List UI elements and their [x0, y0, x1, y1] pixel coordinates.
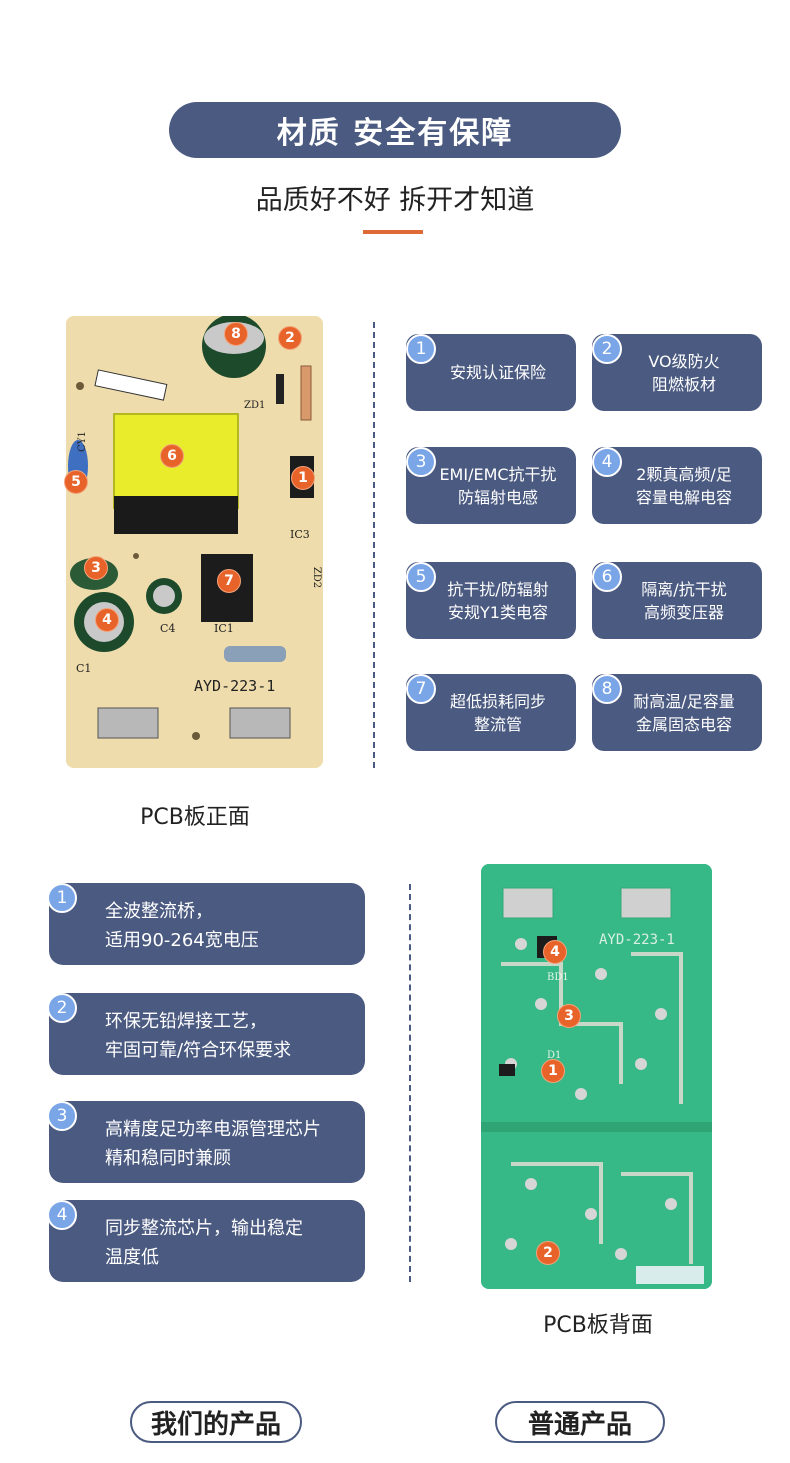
front-marker-3: 3 — [84, 556, 108, 580]
label-d1: D1 — [547, 1050, 562, 1061]
front-marker-2: 2 — [278, 326, 302, 350]
feature-card-7-text: 超低损耗同步 整流管 — [449, 691, 546, 734]
label-zd1: ZD1 — [244, 400, 266, 411]
feature-bubble-4: 4 — [592, 447, 622, 477]
feature-card-4-text: 2颗真高频/足 容量电解电容 — [635, 464, 732, 507]
feature-bubble-7: 7 — [406, 674, 436, 704]
back-marker-4: 4 — [543, 940, 567, 964]
front-marker-1: 1 — [291, 466, 315, 490]
feature-card-1-text: 安规认证保险 — [449, 363, 546, 382]
feature-bubble-5: 5 — [406, 562, 436, 592]
feature-bubble-3: 3 — [406, 447, 436, 477]
back-caption: PCB板背面 — [543, 1313, 653, 1338]
pcb-back-drawing — [481, 864, 712, 1289]
label-zd2: ZD2 — [311, 566, 323, 589]
front-marker-6: 6 — [160, 444, 184, 468]
feature-card-6-text: 隔离/抗干扰 高频变压器 — [641, 579, 727, 622]
our-product-label: 我们的产品 — [130, 1401, 302, 1443]
front-marker-5: 5 — [64, 470, 88, 494]
front-caption: PCB板正面 — [140, 805, 250, 830]
back-marker-3: 3 — [557, 1004, 581, 1028]
label-ic1: IC1 — [214, 622, 234, 635]
back-feature-card-1-text: 全波整流桥， 适用90-264宽电压 — [105, 901, 259, 951]
front-marker-7: 7 — [217, 569, 241, 593]
label-c4: C4 — [160, 622, 176, 635]
front-marker-8: 8 — [224, 322, 248, 346]
accent-divider — [363, 230, 423, 234]
pcb-front-image: AYD-223-1 IC3 IC1 ZD1 ZD2 CY1 C1 C4 — [66, 316, 323, 768]
back-feature-bubble-3: 3 — [47, 1101, 77, 1131]
feature-bubble-1: 1 — [406, 334, 436, 364]
back-feature-card-2-text: 环保无铅焊接工艺， 牢固可靠/符合环保要求 — [105, 1011, 292, 1061]
back-feature-card-4-text: 同步整流芯片，输出稳定 温度低 — [105, 1218, 303, 1268]
back-feature-card-4: 同步整流芯片，输出稳定 温度低 — [49, 1200, 365, 1282]
feature-bubble-2: 2 — [592, 334, 622, 364]
feature-card-2-text: VO级防火 阻燃板材 — [648, 351, 720, 394]
feature-card-5-text: 抗干扰/防辐射 安规Y1类电容 — [447, 579, 549, 622]
back-feature-bubble-4: 4 — [47, 1200, 77, 1230]
pcb-back-image: AYD-223-1 BD1 D1 — [481, 864, 712, 1289]
back-feature-card-3-text: 高精度足功率电源管理芯片 精和稳同时兼顾 — [105, 1119, 321, 1169]
feature-card-8-text: 耐高温/足容量 金属固态电容 — [633, 691, 735, 734]
back-feature-card-1: 全波整流桥， 适用90-264宽电压 — [49, 883, 365, 965]
ordinary-product-label: 普通产品 — [495, 1401, 665, 1443]
label-c1: C1 — [76, 662, 92, 675]
back-feature-bubble-2: 2 — [47, 993, 77, 1023]
back-silkscreen-text: AYD-223-1 — [599, 932, 675, 948]
label-ic3: IC3 — [290, 528, 310, 541]
board-silkscreen-text: AYD-223-1 — [194, 677, 276, 695]
front-marker-4: 4 — [95, 608, 119, 632]
label-bd1: BD1 — [547, 972, 569, 983]
divider-top — [373, 322, 375, 768]
divider-bottom — [409, 884, 411, 1282]
back-feature-card-2: 环保无铅焊接工艺， 牢固可靠/符合环保要求 — [49, 993, 365, 1075]
back-feature-card-3: 高精度足功率电源管理芯片 精和稳同时兼顾 — [49, 1101, 365, 1183]
feature-bubble-6: 6 — [592, 562, 622, 592]
section-subtitle: 品质好不好 拆开才知道 — [255, 185, 535, 216]
feature-card-3-text: EMI/EMC抗干扰 防辐射电感 — [439, 464, 557, 507]
back-marker-2: 2 — [536, 1241, 560, 1265]
section-title: 材质 安全有保障 — [169, 102, 621, 158]
back-feature-bubble-1: 1 — [47, 883, 77, 913]
label-cy1: CY1 — [76, 431, 88, 452]
feature-bubble-8: 8 — [592, 674, 622, 704]
back-marker-1: 1 — [541, 1059, 565, 1083]
pcb-front-drawing — [66, 316, 323, 768]
